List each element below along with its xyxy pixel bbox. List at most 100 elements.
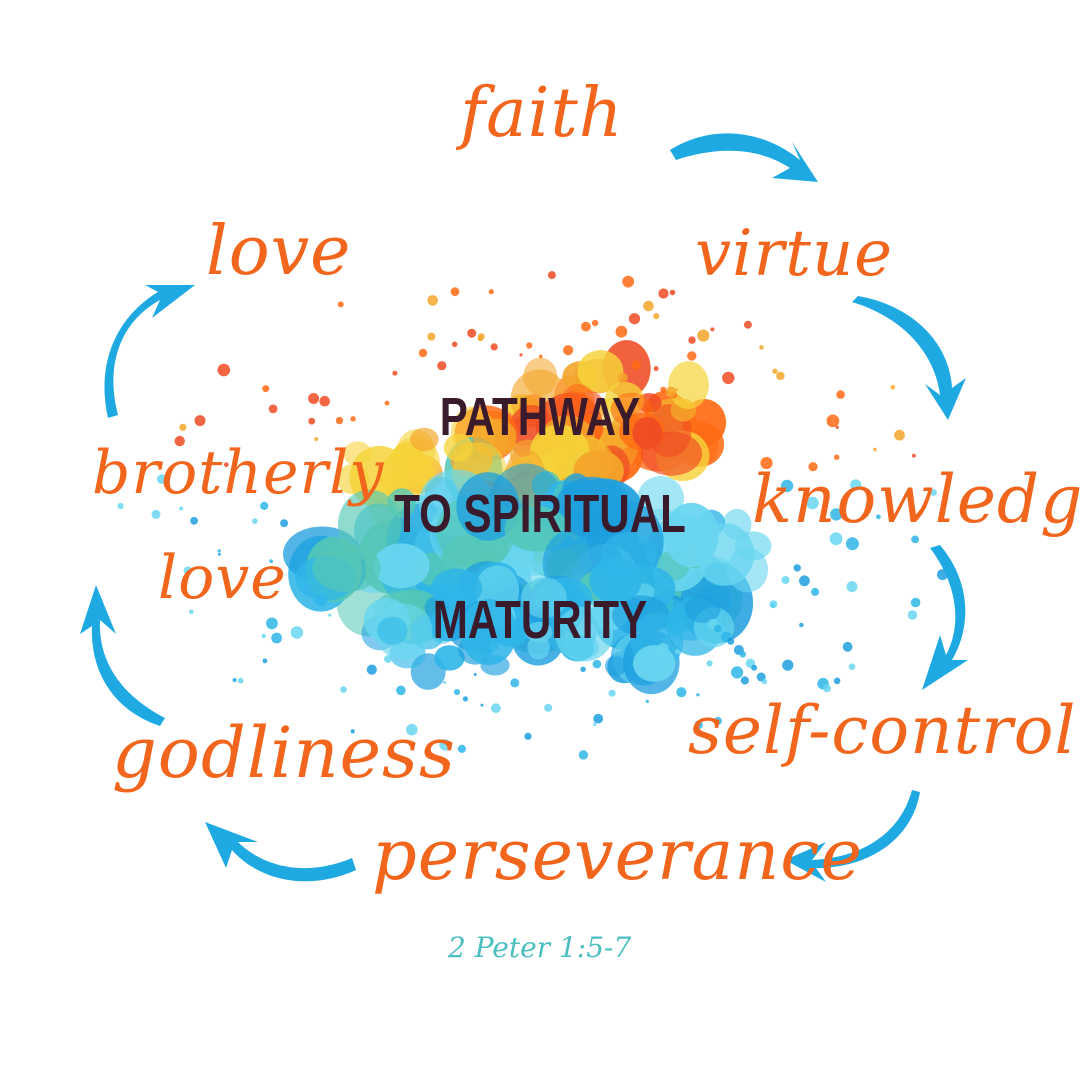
splash-droplet [739, 651, 746, 658]
splash-droplet [836, 390, 845, 399]
splash-droplet [669, 289, 676, 296]
splash-droplet [427, 332, 436, 341]
splash-droplet [406, 723, 418, 736]
splash-droplet [404, 645, 409, 650]
splash-droplet [340, 686, 347, 693]
splash-droplet [911, 535, 919, 544]
splash-droplet [194, 415, 206, 427]
splash-droplet [826, 414, 840, 428]
splash-droplet [392, 370, 398, 376]
virtue-love: love [206, 212, 352, 291]
splash-droplet [894, 429, 905, 441]
splash-droplet [314, 593, 328, 607]
virtue-virtue: virtue [695, 217, 894, 291]
splash-droplet [890, 385, 896, 390]
splash-droplet [453, 689, 461, 696]
splash-droplet [490, 343, 498, 351]
splash-droplet [524, 732, 532, 740]
splash-droplet [761, 678, 768, 685]
splash-droplet [833, 677, 841, 685]
virtue-godliness: godliness [112, 712, 456, 794]
splash-blob [431, 568, 483, 608]
splash-droplet [676, 687, 687, 698]
splash-blob [561, 384, 595, 416]
arrow-godliness-to-brotherlylove-icon [80, 585, 165, 726]
splash-blob [377, 616, 408, 645]
splash-droplet [418, 348, 428, 358]
splash-droplet [578, 750, 589, 760]
splash-droplet [519, 353, 523, 357]
splash-droplet [117, 502, 124, 510]
virtue-brotherly: brotherly [92, 438, 385, 508]
splash-droplet [687, 351, 697, 361]
splash-droplet [653, 366, 659, 372]
splash-droplet [451, 341, 458, 348]
splash-droplet [811, 587, 820, 596]
splash-blob [663, 502, 719, 568]
splash-droplet [179, 506, 184, 511]
title-line-1: PATHWAY [439, 387, 641, 447]
splash-droplet [488, 289, 494, 295]
splash-droplet [217, 549, 221, 553]
splash-blob [684, 594, 721, 623]
splash-droplet [842, 641, 853, 652]
splash-droplet [653, 313, 660, 320]
scripture-reference: 2 Peter 1:5-7 [448, 931, 632, 964]
splash-droplet [439, 739, 451, 751]
splash-droplet [713, 624, 722, 633]
splash-droplet [308, 417, 316, 425]
splash-droplet [930, 489, 937, 496]
splash-droplet [740, 676, 750, 685]
splash-droplet [319, 395, 331, 407]
splash-droplet [782, 659, 794, 671]
splash-droplet [873, 447, 877, 452]
arrow-virtue-to-knowledge-icon [852, 296, 966, 420]
splash-blob [373, 543, 430, 589]
splash-droplet [350, 416, 356, 422]
splash-droplet [845, 537, 859, 551]
page-title: PATHWAY TO SPIRITUAL MATURITY [340, 382, 740, 647]
splash-blob [589, 557, 642, 604]
splash-droplet [328, 613, 332, 617]
splash-droplet [443, 680, 447, 684]
splash-droplet [591, 319, 599, 327]
splash-droplet [780, 479, 794, 493]
splash-blob [610, 392, 653, 427]
splash-droplet [907, 610, 918, 620]
splash-droplet [260, 501, 269, 510]
virtue-faith: faith [460, 74, 624, 153]
splash-droplet [427, 295, 439, 306]
splash-droplet [781, 576, 790, 584]
splash-droplet [850, 479, 862, 491]
splash-droplet [829, 532, 843, 546]
splash-droplet [806, 496, 819, 510]
splash-droplet [660, 386, 667, 393]
splash-droplet [835, 425, 839, 429]
splash-droplet [608, 689, 616, 697]
splash-blob [632, 417, 663, 449]
splash-droplet [268, 404, 278, 414]
splash-droplet [799, 622, 804, 628]
splash-droplet [772, 368, 778, 374]
splash-blob [460, 599, 517, 666]
splash-droplet [799, 575, 810, 587]
virtue-knowledge: knowledge [752, 461, 1080, 538]
splash-blob [521, 577, 567, 619]
splash-droplet [179, 423, 187, 431]
splash-droplet [674, 649, 680, 655]
title-line-2: TO SPIRITUAL [394, 484, 686, 544]
splash-droplet [696, 693, 700, 697]
splash-blob [456, 472, 520, 541]
splash-droplet [480, 703, 484, 707]
splash-droplet [266, 617, 278, 630]
splash-droplet [760, 456, 773, 470]
splash-droplet [658, 288, 669, 299]
splash-droplet [217, 363, 231, 377]
splash-droplet [759, 345, 764, 350]
splash-droplet [467, 328, 477, 338]
splash-droplet [473, 673, 477, 676]
virtue-perseverance: perseverance [372, 814, 863, 896]
